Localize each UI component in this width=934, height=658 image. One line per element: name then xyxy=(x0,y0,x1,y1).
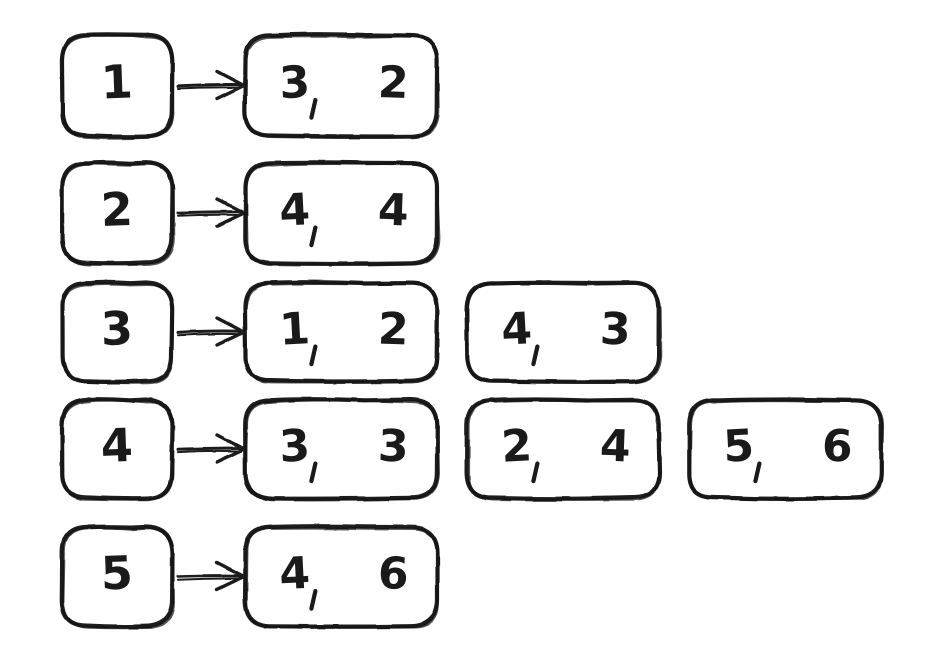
svg-text:4: 4 xyxy=(278,184,311,237)
svg-text:4: 4 xyxy=(599,420,631,472)
chain-box-r4-c1[interactable] xyxy=(243,397,440,502)
svg-text:4: 4 xyxy=(100,418,134,473)
chain-box-r3-c2[interactable] xyxy=(464,280,663,384)
chain-box-r2-c1[interactable] xyxy=(243,160,441,267)
svg-text:2: 2 xyxy=(377,303,409,355)
svg-text:2: 2 xyxy=(100,182,134,237)
chain-box-r1-c1[interactable] xyxy=(242,32,440,140)
arrow-right-icon-row-1 xyxy=(176,69,245,101)
svg-text:6: 6 xyxy=(821,420,853,472)
index-box-2[interactable] xyxy=(60,160,176,267)
svg-text:3: 3 xyxy=(599,303,631,355)
arrow-right-icon-row-2 xyxy=(176,197,245,228)
svg-text:6: 6 xyxy=(377,548,409,600)
svg-text:2: 2 xyxy=(500,420,533,473)
svg-text:3: 3 xyxy=(278,57,311,110)
arrow-right-icon-row-3 xyxy=(176,316,245,347)
svg-text:1: 1 xyxy=(100,54,134,109)
svg-text:4: 4 xyxy=(377,184,409,236)
svg-text:5: 5 xyxy=(722,420,755,473)
arrow-right-icon-row-4 xyxy=(176,433,245,464)
index-label-5: 5 xyxy=(100,545,134,600)
svg-text:3: 3 xyxy=(377,420,409,472)
index-label-2: 2 xyxy=(100,182,134,237)
chain-box-r4-c3[interactable] xyxy=(687,397,885,501)
svg-text:3: 3 xyxy=(100,301,134,356)
arrow-right-icon-row-5 xyxy=(176,560,245,592)
index-label-4: 4 xyxy=(100,418,134,473)
svg-text:3: 3 xyxy=(278,420,311,473)
svg-text:5: 5 xyxy=(100,545,134,600)
index-box-4[interactable] xyxy=(59,397,175,502)
svg-text:4: 4 xyxy=(278,548,311,601)
chain-box-r3-c1[interactable] xyxy=(242,280,440,385)
index-label-3: 3 xyxy=(100,301,134,356)
index-box-5[interactable] xyxy=(59,524,175,630)
svg-text:1: 1 xyxy=(278,303,311,356)
chain-box-r5-c1[interactable] xyxy=(243,524,440,629)
chain-box-r4-c2[interactable] xyxy=(464,397,662,502)
svg-text:2: 2 xyxy=(377,57,409,109)
index-box-1[interactable] xyxy=(59,32,175,140)
index-box-3[interactable] xyxy=(60,280,175,385)
index-label-1: 1 xyxy=(100,54,134,109)
svg-text:4: 4 xyxy=(500,303,533,356)
